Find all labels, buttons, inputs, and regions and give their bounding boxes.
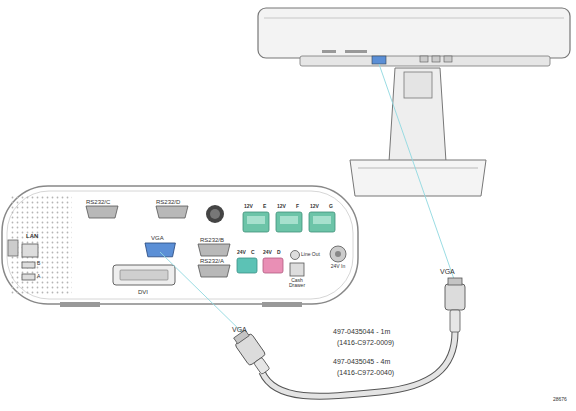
port-label: D <box>277 250 281 255</box>
port-label: Cash Drawer <box>285 278 309 289</box>
rs232-port <box>86 206 118 218</box>
powered-usb-port <box>309 212 335 232</box>
monitor-usb-port <box>444 56 452 62</box>
port-label: C <box>251 250 255 255</box>
cable-end-label: VGA <box>440 268 455 275</box>
port-label: A <box>37 274 40 279</box>
panel-outline <box>2 186 358 304</box>
monitor-edge <box>264 18 564 19</box>
power-in-pin <box>335 251 341 257</box>
part-number: (1416-C972-0040) <box>337 369 394 376</box>
monitor-vga-port <box>372 56 386 64</box>
ps2-socket <box>210 209 220 219</box>
vent-grill <box>10 196 72 296</box>
stand-hinge <box>404 72 432 98</box>
powered-usb-port <box>276 212 302 232</box>
port-label: G <box>329 204 333 209</box>
monitor-vent <box>322 50 336 53</box>
leader-line <box>160 252 248 338</box>
leader-line <box>379 64 455 282</box>
port-label: F <box>296 204 299 209</box>
foot <box>60 302 100 307</box>
rs232-port <box>156 206 188 218</box>
port-label: 24V In <box>331 264 345 269</box>
port-socket <box>313 216 331 224</box>
port-label: RS232/D <box>156 199 180 205</box>
powered-usb-port <box>237 258 257 273</box>
monitor-stand-base <box>350 160 486 196</box>
touch-monitor <box>258 8 570 196</box>
port-label: E <box>263 204 266 209</box>
port-label: 24V <box>237 250 246 255</box>
terminal-back-panel <box>2 186 358 307</box>
monitor-usb-port <box>432 56 440 62</box>
port-label: 12V <box>310 204 319 209</box>
port-label: DVI <box>138 289 148 295</box>
rs232-port <box>198 244 230 256</box>
usb-port <box>22 274 35 280</box>
cable-body <box>262 332 455 396</box>
vga-port <box>145 243 175 257</box>
port-socket <box>280 216 298 224</box>
port-label: 12V <box>277 204 286 209</box>
panel-inset <box>7 191 353 299</box>
part-number: 497-0435045 - 4m <box>333 358 390 365</box>
monitor-body <box>258 8 570 58</box>
rs232-port <box>198 265 230 277</box>
vga-connector <box>231 328 274 377</box>
cash-drawer-port <box>290 263 304 276</box>
ps2-port <box>206 205 224 223</box>
part-number: 497-0435044 - 1m <box>333 328 390 335</box>
lan-port <box>22 244 38 257</box>
monitor-underside <box>300 56 550 66</box>
latch <box>8 240 18 256</box>
port-label: VGA <box>151 235 164 241</box>
port-label: B <box>37 261 40 266</box>
port-socket <box>247 216 265 224</box>
port-label: RS232/C <box>86 199 110 205</box>
powered-usb-port <box>243 212 269 232</box>
powered-usb-port <box>263 258 283 273</box>
port-label: RS232/A <box>200 258 224 264</box>
port-label: RS232/B <box>200 237 224 243</box>
base-edge <box>358 168 478 169</box>
line-out-jack <box>291 251 300 260</box>
cable-end-label: VGA <box>232 326 247 333</box>
monitor-usb-port <box>420 56 428 62</box>
usb-port <box>22 262 35 268</box>
monitor-stand-neck <box>389 68 446 162</box>
dvi-port <box>113 265 175 285</box>
dvi-pins <box>120 270 168 280</box>
vga-connector <box>445 278 465 332</box>
part-number: (1416-C972-0009) <box>337 339 394 346</box>
port-label: LAN <box>26 233 38 239</box>
port-label: 12V <box>244 204 253 209</box>
figure-number: 28676 <box>553 397 567 402</box>
foot <box>262 302 302 307</box>
power-in-jack <box>330 246 346 262</box>
port-label: 24V <box>263 250 272 255</box>
port-label: Line Out <box>301 252 320 257</box>
cable-outline <box>262 332 455 396</box>
vga-cable <box>231 278 465 396</box>
monitor-vent <box>345 50 367 53</box>
